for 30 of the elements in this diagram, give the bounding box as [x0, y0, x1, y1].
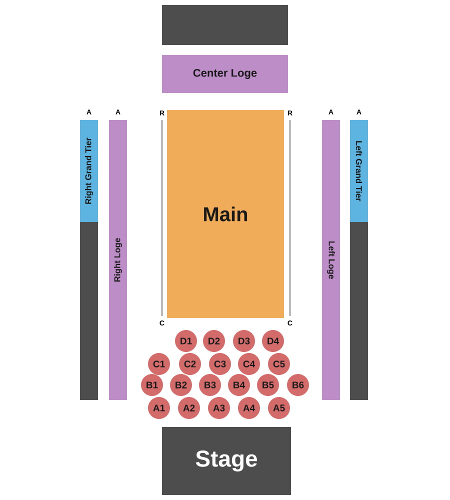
seating-section: Right Grand Tier [80, 120, 98, 222]
seat-table: A2 [178, 397, 200, 419]
seating-section: Main [167, 110, 284, 318]
seat-table: C2 [179, 353, 201, 375]
seat-table: D2 [203, 330, 225, 352]
seat-table: B6 [287, 374, 309, 396]
seat-table: C5 [268, 353, 290, 375]
seat-table: A3 [208, 397, 230, 419]
seat-table: C3 [209, 353, 231, 375]
stage-block: Stage [162, 427, 291, 495]
seating-section: Center Loge [162, 55, 288, 93]
seat-table: D1 [175, 330, 197, 352]
seat-table: B3 [199, 374, 221, 396]
seating-section: Left Grand Tier [350, 120, 368, 222]
seat-table: C1 [148, 353, 170, 375]
seat-table: D3 [233, 330, 255, 352]
seat-table: C4 [238, 353, 260, 375]
balcony-block [162, 5, 288, 45]
seat-table: B5 [257, 374, 279, 396]
seat-table: B4 [228, 374, 250, 396]
seat-table: B2 [170, 374, 192, 396]
seat-table: B1 [141, 374, 163, 396]
seating-section: Left Loge [322, 120, 340, 400]
unavailable-block [80, 222, 98, 400]
seat-table: A4 [238, 397, 260, 419]
seating-section: Right Loge [109, 120, 127, 400]
seat-table: A1 [148, 397, 170, 419]
unavailable-block [350, 222, 368, 400]
seat-table: A5 [268, 397, 290, 419]
seat-table: D4 [262, 330, 284, 352]
